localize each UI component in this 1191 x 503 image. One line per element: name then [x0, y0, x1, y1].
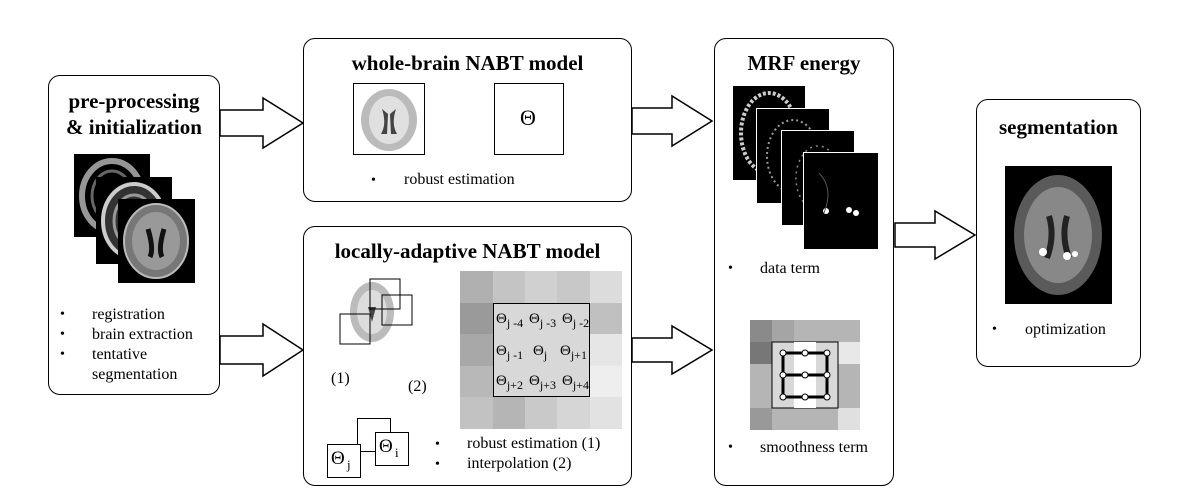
local-bullet-robust-estimation: robust estimation (1): [467, 435, 601, 452]
local-bullet-interpolation: interpolation (2): [467, 455, 572, 472]
mrf-title: MRF energy: [747, 51, 861, 75]
grid-theta-j+4: Θj+4: [562, 373, 589, 392]
grid-theta-j-2: Θj -2: [562, 311, 590, 330]
whole-bullet-robust-estimation: robust estimation: [404, 171, 515, 188]
pre-bullet-brain-extraction: brain extraction: [92, 326, 193, 343]
theta-i-box: Θ i: [375, 432, 409, 466]
arrow-local-to-mrf: [631, 324, 714, 376]
mrf-data-term: data term: [760, 260, 820, 277]
theta-i-subscript: i: [395, 445, 399, 460]
pre-bullet-tentative: tentative: [92, 346, 148, 363]
theta-j-box: Θ j: [327, 444, 361, 478]
theta-j-subscript: j: [347, 457, 351, 472]
local-bullet-1: •: [435, 437, 440, 452]
whole-bullet: •: [371, 173, 376, 188]
mri-slice-front: [118, 199, 195, 283]
data-term-image-4: [803, 152, 879, 250]
theta-symbol: Θ: [520, 105, 536, 130]
grid-theta-j+3: Θj+3: [529, 373, 556, 392]
local-bullet-2: •: [435, 457, 440, 472]
theta-j-symbol: Θ: [331, 448, 345, 469]
interpolation-grid: [460, 271, 622, 429]
mrf-smoothness-term: smoothness term: [760, 439, 868, 456]
seg-optimization: optimization: [1025, 321, 1106, 338]
preprocessing-title-line2: & initialization: [66, 115, 202, 139]
local-title: locally-adaptive NABT model: [334, 239, 601, 263]
preprocessing-title-line1: pre-processing: [68, 89, 200, 113]
grid-theta-j-3: Θj -3: [529, 311, 557, 330]
segmentation-image: [1005, 166, 1112, 304]
mrf-bullet-smooth: •: [728, 440, 733, 455]
theta-box: [494, 83, 564, 155]
grid-theta-j: Θj: [533, 343, 548, 362]
grid-theta-j-1: Θj -1: [496, 343, 524, 362]
seg-bullet: •: [992, 322, 997, 337]
theta-i-symbol: Θ: [379, 436, 393, 457]
arrow-whole-to-mrf: [631, 94, 714, 148]
pre-bullet-1: •: [60, 307, 65, 322]
grid-theta-j-4: Θj -4: [496, 311, 524, 330]
pre-bullet-registration: registration: [92, 306, 165, 323]
pre-bullet-segmentation: segmentation: [92, 366, 178, 383]
arrow-pre-to-local: [219, 322, 305, 378]
segmentation-title: segmentation: [999, 115, 1118, 139]
step1-label: (1): [331, 370, 350, 387]
arrow-mrf-to-seg: [894, 209, 977, 261]
whole-brain-title: whole-brain NABT model: [351, 51, 584, 75]
local-brain-image: [337, 277, 417, 347]
pre-bullet-2: •: [60, 327, 65, 342]
smoothness-grid: [750, 320, 860, 430]
step2-label: (2): [408, 378, 427, 395]
grid-theta-j+2: Θj+2: [496, 373, 523, 392]
brain-atlas-image: [353, 83, 425, 155]
mrf-bullet-data: •: [728, 261, 733, 276]
pre-bullet-3: •: [60, 347, 65, 362]
arrow-pre-to-whole: [219, 96, 305, 150]
grid-theta-j+1: Θj+1: [560, 343, 587, 362]
